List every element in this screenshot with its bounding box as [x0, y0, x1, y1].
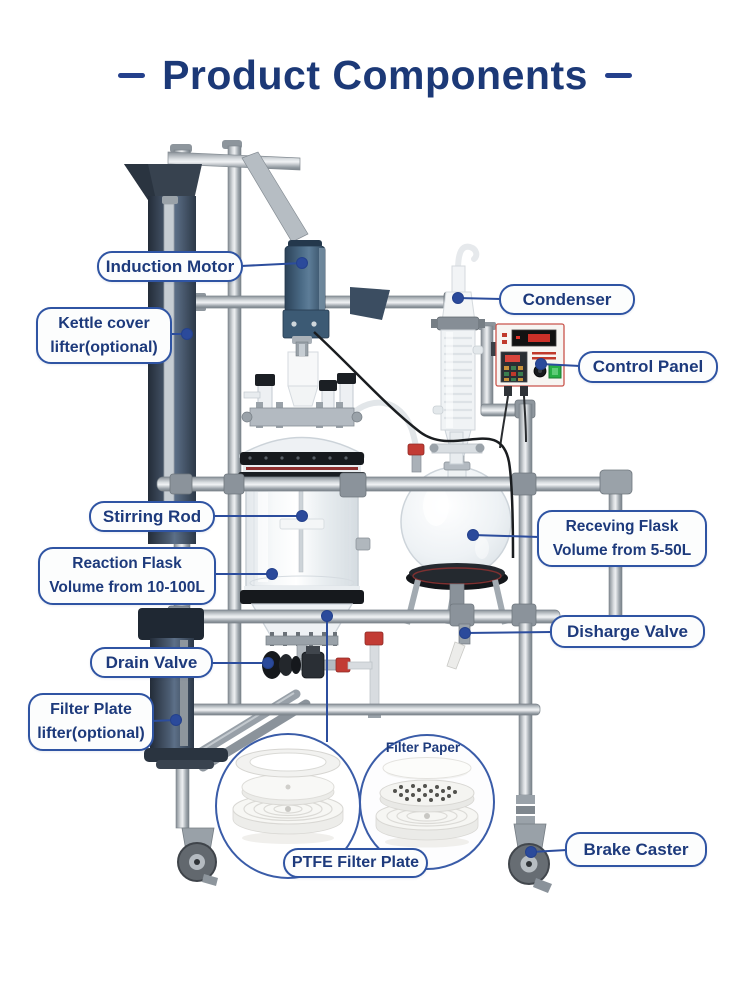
drain-valve-figure: [262, 631, 384, 718]
leader-lines: [151, 262, 581, 853]
label-drain-valve: Drain Valve: [90, 647, 213, 678]
title-right-dash: [604, 73, 632, 78]
label-reaction-flask: Reaction Flask Volume from 10-100L: [38, 547, 216, 605]
motor-cable: [313, 331, 515, 559]
brake-caster-figure: [508, 795, 552, 893]
label-induction-motor: Induction Motor: [97, 251, 243, 282]
title-left-dash: [118, 73, 146, 78]
label-brake-caster: Brake Caster: [565, 832, 707, 867]
label-kettle-cover-lifter: Kettle cover lifter(optional): [36, 307, 172, 364]
label-control-panel: Control Panel: [578, 351, 718, 383]
label-ptfe-filter-plate: PTFE Filter Plate: [283, 848, 428, 878]
page-title: Product Components: [162, 52, 588, 98]
reaction-flask-figure: [238, 351, 371, 660]
page-title-row: Product Components: [0, 52, 750, 99]
leader-dots: [170, 257, 547, 858]
label-receving-flask: Receving Flask Volume from 5-50L: [537, 510, 707, 567]
label-disharge-valve: Disharge Valve: [550, 615, 705, 648]
label-condenser: Condenser: [499, 284, 635, 315]
label-filter-plate-lifter: Filter Plate lifter(optional): [28, 693, 154, 751]
receiving-flask-figure: [349, 399, 512, 625]
label-stirring-rod: Stirring Rod: [89, 501, 215, 532]
label-filter-paper: Filter Paper: [385, 740, 461, 755]
filter-paper-inset: [359, 734, 495, 870]
left-caster-figure: [177, 827, 218, 886]
control-panel-figure: [491, 323, 565, 449]
